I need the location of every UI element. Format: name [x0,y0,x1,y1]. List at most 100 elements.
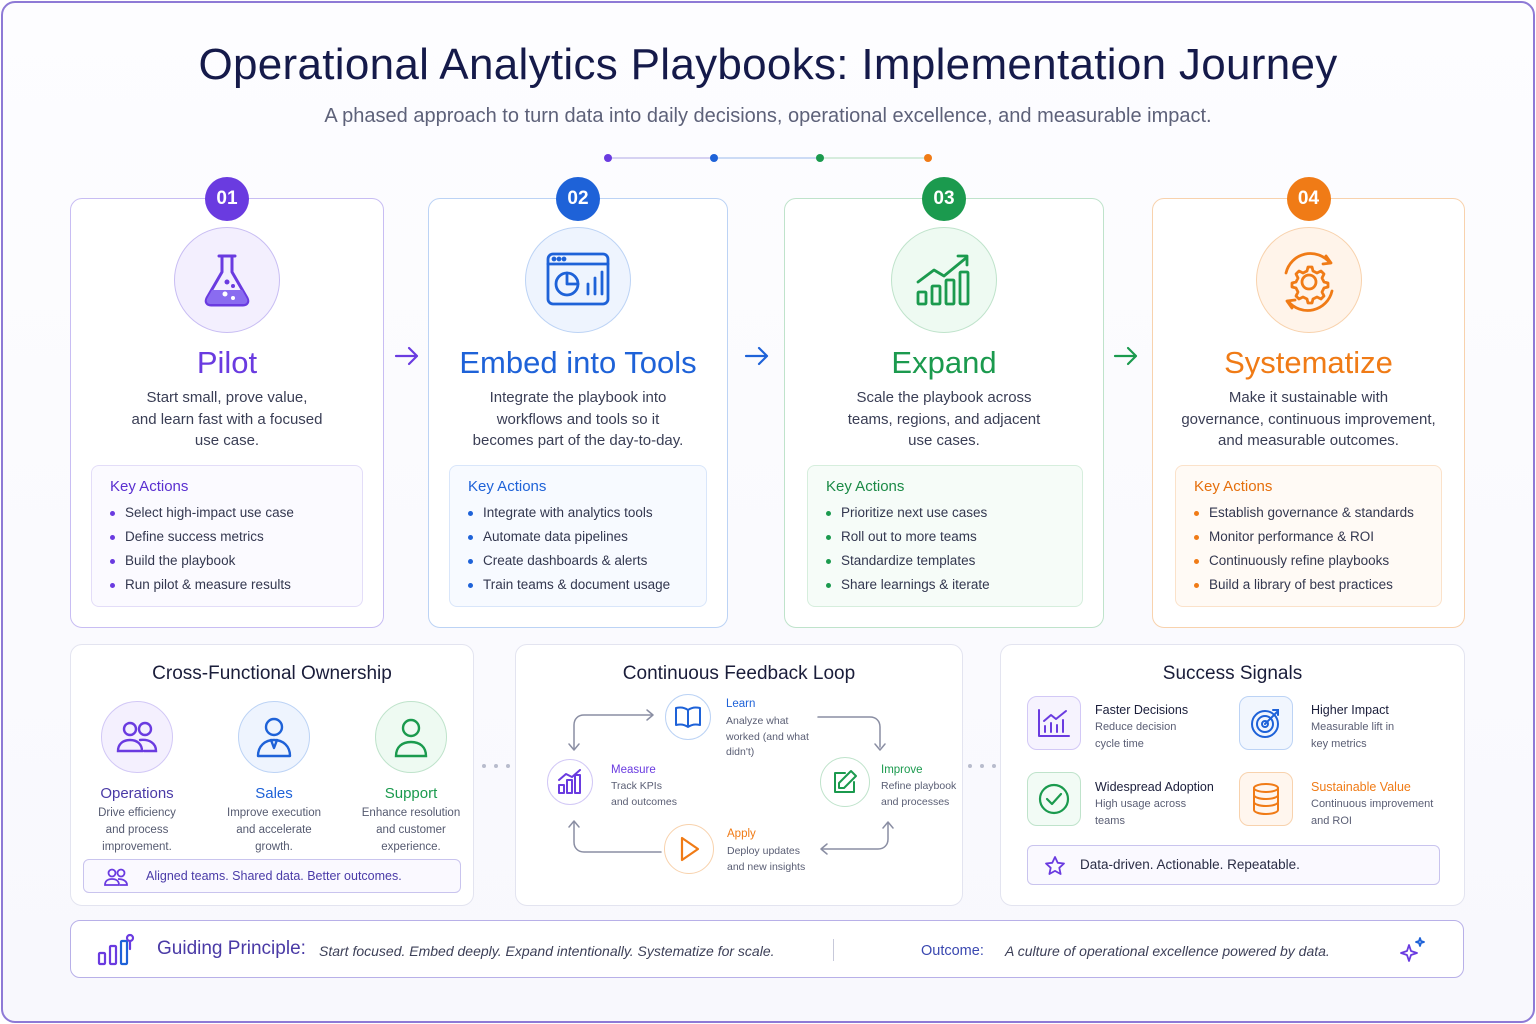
key-actions-box: Key Actions Integrate with analytics too… [449,465,707,607]
action-item: Run pilot & measure results [110,573,362,597]
action-item: Train teams & document usage [468,573,706,597]
aligned-banner: Aligned teams. Shared data. Better outco… [83,859,461,893]
tagline-banner: Data-driven. Actionable. Repeatable. [1027,845,1440,885]
dotted-connector [968,764,996,768]
ownership-description: Enhance resolution and customer experien… [361,807,461,853]
arrow-right-icon [394,346,419,366]
arrow-right-icon [744,346,769,366]
action-item: Define success metrics [110,525,362,549]
action-item: Standardize templates [826,549,1082,573]
key-actions-box: Key Actions Establish governance & stand… [1175,465,1442,607]
phase-name: Systematize [1224,345,1393,380]
play-icon [664,824,714,874]
check-circle-icon [1027,772,1081,826]
ownership-panel: Cross-Functional Ownership Operations Dr… [70,644,474,906]
flask-icon [174,227,280,333]
signal-title: Higher Impact [1311,703,1389,717]
phase-description: Integrate the playbook into workflows an… [472,389,684,449]
ownership-operations: Operations Drive efficiency and process … [67,701,207,856]
page-subtitle: A phased approach to turn data into dail… [324,105,1212,127]
phase-description: Start small, prove value, and learn fast… [131,389,323,449]
user-icon [375,701,447,773]
phase-number-badge: 03 [922,177,966,221]
action-item: Build a library of best practices [1194,573,1441,597]
node-label: Learn [726,698,756,710]
action-item: Select high-impact use case [110,501,362,525]
book-icon [665,694,711,740]
guide-text: Start focused. Embed deeply. Expand inte… [319,943,775,959]
feedback-panel: Continuous Feedback Loop Learn Analyze w… [515,644,963,906]
guiding-principle-strip: Guiding Principle: Start focused. Embed … [70,920,1464,978]
gear-cycle-icon [1255,227,1362,333]
signal-title: Faster Decisions [1095,703,1189,717]
phase-card-pilot: 01 Pilot Start small, prove value, and l… [70,177,384,628]
node-description: Refine playbook and processes [881,780,957,808]
page-title: Operational Analytics Playbooks: Impleme… [198,40,1338,89]
key-actions-box: Key Actions Select high-impact use case … [91,465,363,607]
phase-description: Make it sustainable with governance, con… [1181,389,1436,449]
growth-chart-icon [97,933,135,966]
ownership-description: Drive efficiency and process improvement… [98,807,176,853]
target-icon [1239,696,1293,750]
action-item: Monitor performance & ROI [1194,525,1441,549]
user-badge-icon [238,701,310,773]
database-icon [1239,772,1293,826]
team-icon [104,868,128,886]
key-actions-box: Key Actions Prioritize next use cases Ro… [807,465,1083,607]
bar-chart-icon [547,759,593,805]
phase-card-embed: 02 Embed into Tools Integrate the playbo… [428,177,728,628]
signal-description: High usage across teams [1095,798,1187,827]
ownership-sales: Sales Improve execution and accelerate g… [204,701,344,856]
trend-chart-icon [1027,696,1081,750]
phase-number-badge: 01 [205,177,249,221]
node-label: Measure [611,764,656,776]
signal-title: Widespread Adoption [1095,780,1214,794]
action-item: Automate data pipelines [468,525,706,549]
phase-name: Embed into Tools [459,345,697,380]
dashboard-window-icon [525,227,631,333]
action-item: Integrate with analytics tools [468,501,706,525]
node-label: Apply [727,828,756,840]
phase-name: Pilot [196,345,258,380]
panel-title: Cross-Functional Ownership [152,663,392,684]
loop-arrows [568,709,894,855]
signal-description: Measurable lift in key metrics [1311,721,1395,750]
ownership-description: Improve execution and accelerate growth. [227,807,321,853]
panel-title: Continuous Feedback Loop [622,663,856,684]
signal-description: Continuous improvement and ROI [1311,798,1434,827]
aligned-text: Aligned teams. Shared data. Better outco… [146,869,402,883]
action-item: Build the playbook [110,549,362,573]
arrow-right-icon [1113,346,1138,366]
signal-description: Reduce decision cycle time [1095,721,1177,750]
team-icon [101,701,173,773]
key-actions-title: Key Actions [468,478,547,495]
action-item: Share learnings & iterate [826,573,1082,597]
sparkle-icon [1400,937,1425,962]
outcome-label: Outcome: [921,943,984,959]
dotted-connector [482,764,510,768]
tagline-text: Data-driven. Actionable. Repeatable. [1080,857,1300,872]
node-description: Track KPIs and outcomes [611,780,677,808]
node-description: Deploy updates and new insights [727,845,806,873]
ownership-name: Operations [100,785,174,802]
phase-card-systematize: 04 Systematize Make it sustainable with … [1152,177,1465,628]
phase-name: Expand [891,345,997,380]
star-icon [1045,856,1065,875]
key-actions-title: Key Actions [110,478,189,495]
node-label: Improve [881,764,923,776]
phase-description: Scale the playbook across teams, regions… [847,389,1041,449]
action-item: Continuously refine playbooks [1194,549,1441,573]
outcome-text: A culture of operational excellence powe… [1005,943,1330,959]
action-item: Prioritize next use cases [826,501,1082,525]
ownership-name: Support [384,785,438,802]
key-actions-title: Key Actions [1194,478,1273,495]
ownership-name: Sales [255,785,293,802]
action-item: Establish governance & standards [1194,501,1441,525]
edit-icon [820,757,870,807]
growth-chart-icon [891,227,997,333]
guide-label: Guiding Principle: [157,938,306,959]
ownership-support: Support Enhance resolution and customer … [341,701,481,856]
action-item: Create dashboards & alerts [468,549,706,573]
key-actions-title: Key Actions [826,478,905,495]
signal-title: Sustainable Value [1311,780,1411,794]
